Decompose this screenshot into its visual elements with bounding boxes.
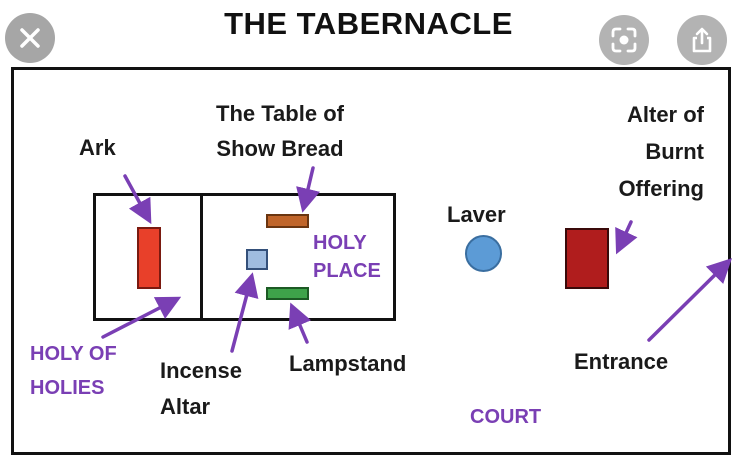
alter-label-line3: Offering (618, 176, 704, 201)
holies-line1: HOLY OF (30, 343, 117, 365)
holy-of-holies-arrow (101, 296, 182, 339)
laver-shape (465, 235, 502, 272)
holy-place-line1: HOLY (313, 232, 367, 254)
close-icon (20, 28, 40, 48)
page-title: THE TABERNACLE (224, 6, 513, 41)
entrance-arrow (647, 258, 732, 342)
lampstand-label: Lampstand (289, 351, 407, 376)
lampstand-arrow (288, 302, 312, 344)
alter-label-line2: Burnt (645, 139, 704, 164)
ark-label: Ark (79, 135, 116, 160)
table-label-line2: Show Bread (216, 136, 344, 161)
holy-place-label: HOLY PLACE (313, 229, 381, 285)
share-button[interactable] (677, 15, 727, 65)
incense-line2: Altar (160, 394, 211, 419)
table-label-line1: The Table of (216, 101, 344, 126)
incense-altar-shape (246, 249, 268, 270)
holy-place-line2: PLACE (313, 260, 381, 282)
lampstand-shape (266, 287, 309, 300)
altar-arrow (615, 220, 638, 255)
incense-altar-label: Incense Altar (160, 353, 242, 425)
share-icon (692, 27, 712, 53)
ark-arrow (123, 174, 152, 225)
table-of-showbread-shape (266, 214, 309, 228)
holy-of-holies-label: HOLY OF HOLIES (30, 337, 117, 405)
veil-divider (200, 193, 203, 321)
entrance-label: Entrance (574, 349, 669, 374)
table-of-showbread-label: The Table of Show Bread (190, 96, 370, 166)
burnt-offering-label: Alter of Burnt Offering (580, 96, 704, 207)
incense-arrow (230, 272, 259, 353)
burnt-offering-altar-shape (565, 228, 609, 289)
court-label: COURT (470, 406, 542, 428)
laver-label: Laver (447, 202, 506, 227)
ark-shape (137, 227, 161, 289)
close-button[interactable] (5, 13, 55, 63)
holies-line2: HOLIES (30, 377, 105, 399)
incense-line1: Incense (160, 358, 242, 383)
table-arrow (296, 166, 320, 213)
lens-scan-button[interactable] (599, 15, 649, 65)
tabernacle-tent (93, 193, 396, 321)
lens-scan-icon (611, 27, 637, 53)
alter-label-line1: Alter of (627, 102, 704, 127)
